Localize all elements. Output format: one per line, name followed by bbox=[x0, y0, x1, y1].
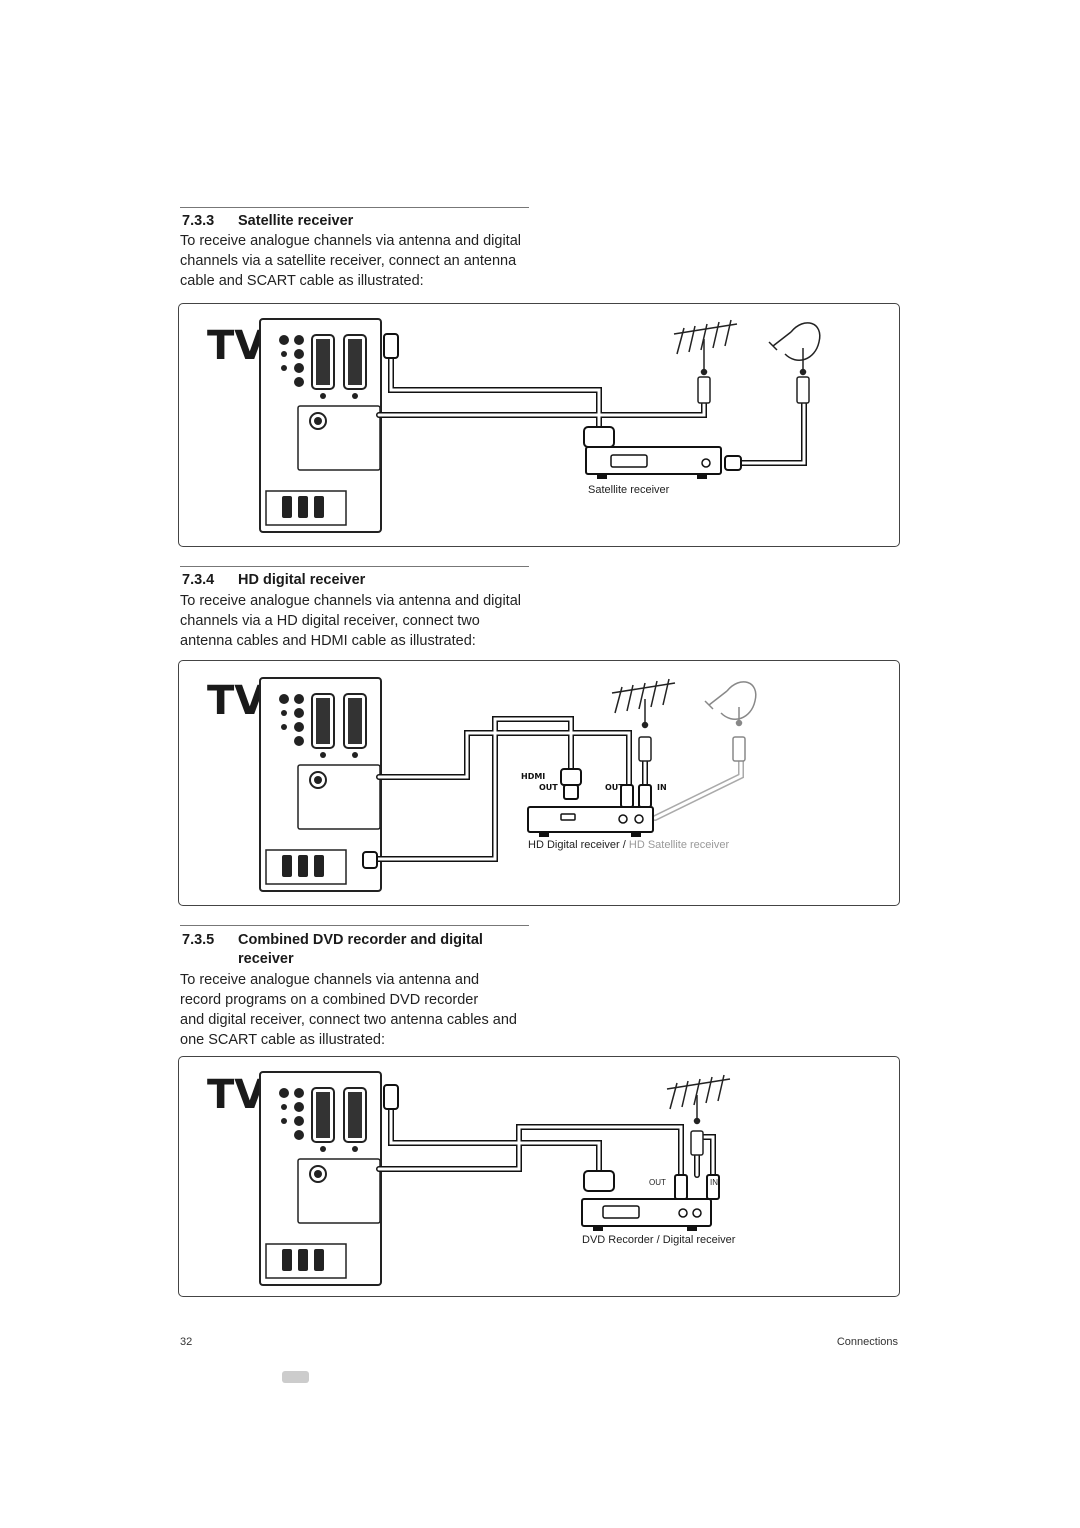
hd-receiver-device bbox=[527, 806, 654, 837]
tv-label: TV bbox=[207, 1072, 265, 1118]
diagram-dvd-recorder-digital-receiver: TV bbox=[178, 1056, 900, 1297]
diagram-hd-digital-receiver: TV bbox=[178, 660, 900, 906]
port-label-hdmi: HDMI bbox=[521, 772, 545, 781]
tv-label: TV bbox=[207, 678, 265, 724]
section-number: 7.3.4 bbox=[182, 572, 215, 588]
connection-diagram: TV bbox=[207, 318, 821, 533]
section-rule bbox=[180, 566, 529, 567]
body-line: To receive analogue channels via antenna… bbox=[180, 593, 521, 609]
diagram-caption: HD Digital receiver / HD Satellite recei… bbox=[528, 839, 730, 851]
page-tab-marker bbox=[282, 1371, 309, 1383]
satellite-dish-icon bbox=[704, 681, 757, 762]
tv-back-panel bbox=[259, 318, 382, 533]
body-line: To receive analogue channels via antenna… bbox=[180, 233, 521, 249]
dvd-recorder-device bbox=[581, 1198, 712, 1231]
port-label-antenna-in: IN bbox=[710, 1178, 718, 1187]
section-rule bbox=[180, 207, 529, 208]
port-label-antenna-out: OUT bbox=[605, 783, 624, 792]
hdmi-plug bbox=[362, 768, 582, 869]
satellite-receiver-device bbox=[585, 446, 742, 479]
port-label-hdmi-out: OUT bbox=[539, 783, 558, 792]
tv-label-text: TV bbox=[207, 323, 265, 369]
antenna-icon bbox=[611, 678, 676, 762]
connection-diagram: TV bbox=[207, 1071, 731, 1286]
section-heading: 7.3.5 Combined DVD recorder and digital r… bbox=[182, 931, 528, 969]
tv-back-panel bbox=[259, 677, 382, 892]
section-number: 7.3.5 bbox=[182, 932, 215, 948]
section-title: Satellite receiver bbox=[238, 213, 354, 229]
page-number: 32 bbox=[180, 1336, 193, 1348]
body-line: channels via a satellite receiver, conne… bbox=[180, 253, 517, 269]
hd-receiver-port-labels: HDMI OUT OUT IN bbox=[521, 772, 667, 792]
scart-plug bbox=[383, 1084, 615, 1192]
section-title: Combined DVD recorder and digital receiv… bbox=[238, 932, 483, 967]
connection-diagram: TV bbox=[207, 677, 757, 892]
section-body: To receive analogue channels via antenna… bbox=[180, 231, 532, 291]
chapter-name: Connections bbox=[836, 1336, 898, 1348]
body-line: and digital receiver, connect two antenn… bbox=[180, 1012, 517, 1028]
diagram-satellite-receiver: TV bbox=[178, 303, 900, 547]
dvd-recorder-port-labels: OUT IN bbox=[649, 1178, 718, 1187]
diagram-caption-alt: HD Satellite receiver bbox=[628, 839, 730, 851]
antenna-icon bbox=[673, 319, 738, 404]
tv-label: TV bbox=[207, 323, 265, 369]
satellite-dish-icon bbox=[768, 322, 821, 404]
diagram-caption: Satellite receiver bbox=[588, 484, 670, 496]
port-label-antenna-in: IN bbox=[657, 783, 667, 792]
section-heading: 7.3.4 HD digital receiver bbox=[182, 571, 365, 590]
body-line: antenna cables and HDMI cable as illustr… bbox=[180, 633, 476, 649]
section-number: 7.3.3 bbox=[182, 213, 215, 229]
tv-label-text: TV bbox=[207, 678, 265, 724]
antenna-plug bbox=[620, 784, 652, 808]
section-heading: 7.3.3 Satellite receiver bbox=[182, 212, 353, 231]
section-body: To receive analogue channels via antenna… bbox=[180, 970, 532, 1050]
section-rule bbox=[180, 925, 529, 926]
antenna-icon bbox=[666, 1074, 731, 1156]
port-label-antenna-out: OUT bbox=[649, 1178, 666, 1187]
body-line: cable and SCART cable as illustrated: bbox=[180, 273, 424, 289]
tv-label-text: TV bbox=[207, 1072, 265, 1118]
body-line: one SCART cable as illustrated: bbox=[180, 1032, 385, 1048]
diagram-caption: DVD Recorder / Digital receiver bbox=[582, 1234, 736, 1246]
tv-back-panel bbox=[259, 1071, 382, 1286]
section-title: HD digital receiver bbox=[238, 572, 366, 588]
section-body: To receive analogue channels via antenna… bbox=[180, 591, 532, 651]
scart-plug bbox=[383, 333, 615, 448]
body-line: record programs on a combined DVD record… bbox=[180, 992, 479, 1008]
body-line: To receive analogue channels via antenna… bbox=[180, 972, 480, 988]
body-line: channels via a HD digital receiver, conn… bbox=[180, 613, 480, 629]
